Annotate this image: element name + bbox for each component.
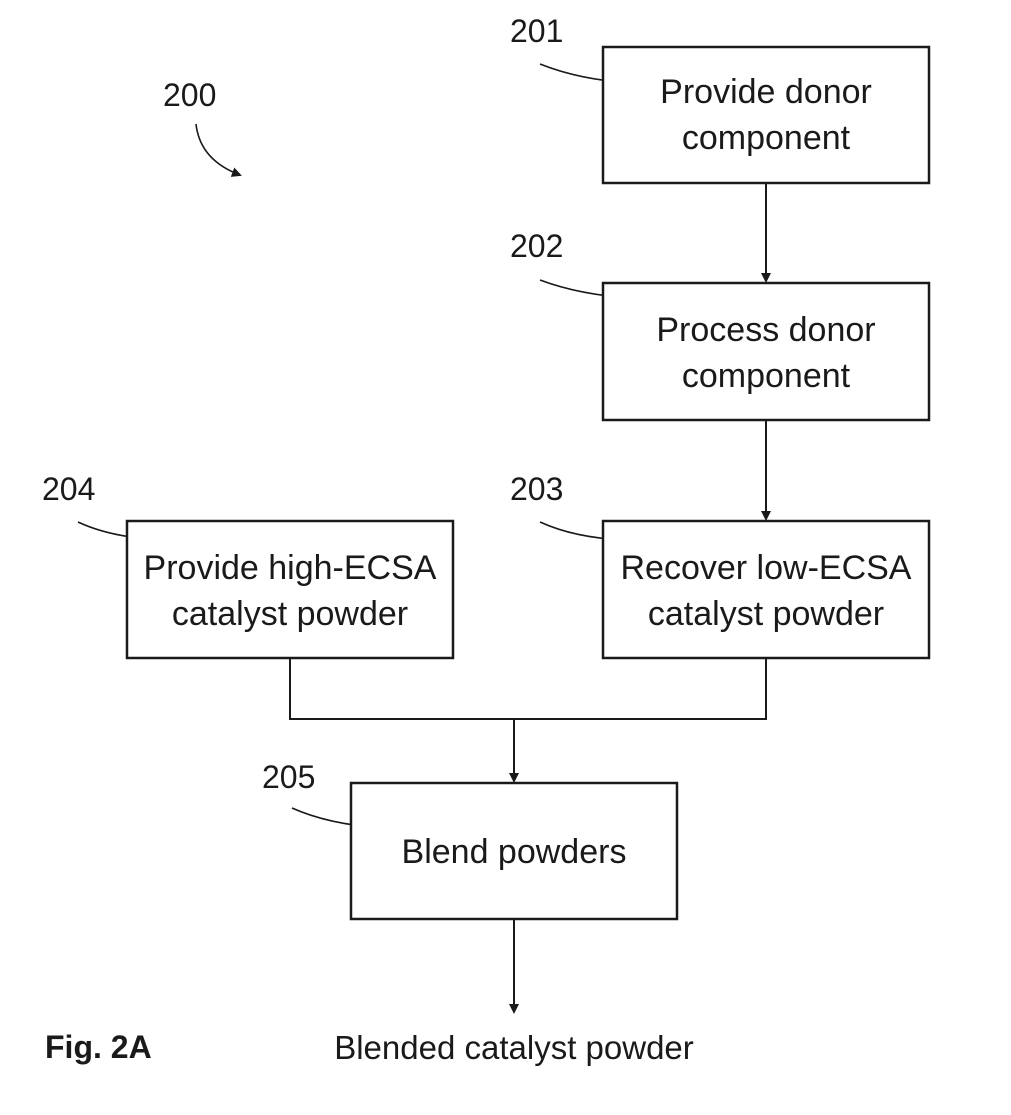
ref-label-203: 203 bbox=[510, 471, 563, 507]
step-205-line1: Blend powders bbox=[402, 833, 627, 871]
ref-200-curved-arrow bbox=[196, 124, 240, 175]
step-box-provide-donor-component bbox=[603, 47, 929, 183]
step-box-provide-high-ecsa bbox=[127, 521, 453, 658]
step-204-line2: catalyst powder bbox=[172, 595, 408, 633]
ref-label-202: 202 bbox=[510, 228, 563, 264]
connector-from-203 bbox=[514, 658, 766, 719]
step-203-line2: catalyst powder bbox=[648, 595, 884, 633]
ref-label-205: 205 bbox=[262, 759, 315, 795]
connector-from-204 bbox=[290, 658, 514, 719]
step-202-line2: component bbox=[682, 357, 851, 395]
ref-label-200: 200 bbox=[163, 77, 216, 113]
figure-label: Fig. 2A bbox=[45, 1029, 152, 1065]
output-label: Blended catalyst powder bbox=[334, 1029, 694, 1066]
step-204-line1: Provide high-ECSA bbox=[144, 549, 437, 587]
step-201-line1: Provide donor bbox=[660, 73, 872, 111]
step-202-line1: Process donor bbox=[656, 311, 875, 349]
step-box-process-donor-component bbox=[603, 283, 929, 420]
ref-label-201: 201 bbox=[510, 13, 563, 49]
step-box-recover-low-ecsa bbox=[603, 521, 929, 658]
ref-label-204: 204 bbox=[42, 471, 95, 507]
step-201-line2: component bbox=[682, 119, 851, 157]
step-203-line1: Recover low-ECSA bbox=[621, 549, 912, 587]
